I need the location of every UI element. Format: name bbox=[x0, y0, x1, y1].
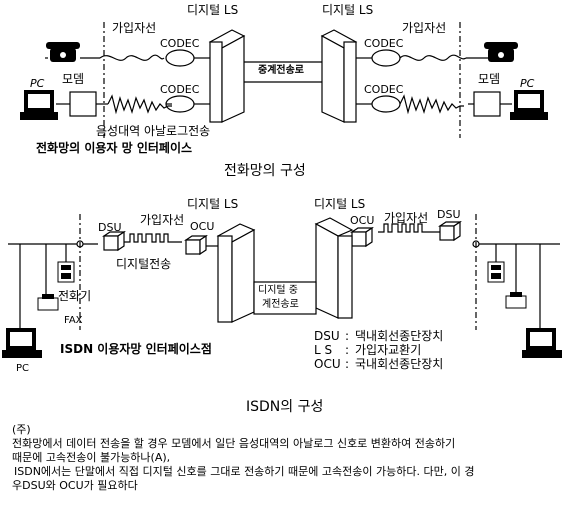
ocu-right-label: OCU bbox=[350, 214, 375, 227]
digital-ls-left-switch bbox=[208, 29, 246, 123]
pc-icon-top-left bbox=[20, 90, 58, 120]
subscriber-line-right-label: 가입자선 bbox=[402, 21, 447, 35]
subscriber-line-top-left bbox=[99, 54, 165, 61]
legend-abbr-ls: L S bbox=[314, 343, 333, 357]
note-line-3: ISDN에서는 단말에서 직접 디지털 신호를 그대로 전송하기 때문에 고속전… bbox=[14, 465, 475, 478]
isdn-caption: ISDN의 구성 bbox=[246, 399, 324, 415]
legend-desc-dsu: 댁내회선종단장치 bbox=[355, 329, 444, 343]
subscriber-line-left-label: 가입자선 bbox=[112, 21, 157, 35]
voice-band-label: 음성대역 아날로그전송 bbox=[96, 124, 211, 138]
dsu-left-label: DSU bbox=[98, 221, 122, 234]
isdn-ls-right-switch bbox=[314, 217, 354, 319]
dsu-right-box bbox=[439, 225, 455, 241]
note-line-2: 때문에 고속전송이 불가능하나(A), bbox=[12, 451, 171, 464]
phone-icon-top-right bbox=[484, 42, 518, 62]
codec-top-right-label: CODEC bbox=[364, 37, 404, 50]
subscriber-line-top-right bbox=[399, 54, 467, 61]
digital-pulse-right bbox=[378, 223, 440, 233]
analog-line-bottom-right bbox=[399, 94, 464, 115]
isdn-subscriber-left-label: 가입자선 bbox=[140, 213, 185, 227]
fax-icon-left bbox=[37, 294, 59, 311]
isdn-pc-icon-left bbox=[2, 328, 42, 358]
isdn-phone-icon-left bbox=[57, 261, 75, 283]
ocu-right-box bbox=[351, 231, 367, 247]
note-line-1: 전화망에서 데이터 전송을 할 경우 모뎀에서 일단 음성대역의 아날로그 신호… bbox=[12, 437, 456, 450]
digital-ls-right-label: 디지털 LS bbox=[322, 3, 374, 17]
modem-right-label: 모뎀 bbox=[478, 72, 501, 86]
phone-icon-top-left bbox=[46, 42, 80, 62]
relay-line-label: 중계전송로 bbox=[258, 65, 304, 76]
isdn-relay-label-2: 계전송로 bbox=[262, 299, 299, 310]
isdn-relay-box bbox=[253, 281, 317, 315]
codec-bottom-right-label: CODEC bbox=[364, 83, 404, 96]
note-line-4: 우DSU와 OCU가 필요하다 bbox=[12, 479, 138, 492]
ocu-left-box bbox=[185, 239, 201, 255]
isdn-relay-label-1: 디지털 중 bbox=[258, 285, 298, 296]
note-label: (주) bbox=[12, 423, 31, 436]
ocu-left-label: OCU bbox=[190, 220, 215, 233]
telephone-label: 전화기 bbox=[58, 289, 92, 303]
dsu-left-box bbox=[103, 235, 119, 251]
modem-left-box bbox=[69, 91, 97, 117]
modem-left-label: 모뎀 bbox=[62, 72, 85, 86]
legend-desc-ocu: 국내회선종단장치 bbox=[355, 357, 444, 371]
isdn-pc-icon-right bbox=[522, 328, 562, 358]
fax-icon-right bbox=[505, 292, 527, 309]
isdn-ls-left-label: 디지털 LS bbox=[187, 197, 239, 211]
isdn-user-interface-label: ISDN 이용자망 인터페이스점 bbox=[60, 342, 212, 356]
legend-sep-ls: : bbox=[345, 343, 350, 357]
telephone-network-caption: 전화망의 구성 bbox=[224, 163, 306, 179]
isdn-phone-icon-right bbox=[487, 261, 505, 283]
phone-user-interface-label: 전화망의 이용자 망 인터페이스 bbox=[36, 141, 193, 155]
fax-label: FAX bbox=[64, 315, 83, 326]
codec-bottom-right bbox=[371, 95, 401, 113]
digital-transmission-label: 디지털전송 bbox=[116, 257, 172, 271]
isdn-ls-right-label: 디지털 LS bbox=[314, 197, 366, 211]
isdn-ls-left-switch bbox=[216, 223, 256, 323]
legend-desc-ls: 가입자교환기 bbox=[355, 343, 422, 357]
legend-abbr-dsu: DSU bbox=[314, 329, 340, 343]
codec-top-right bbox=[371, 49, 401, 67]
legend-abbr-ocu: OCU bbox=[314, 357, 341, 371]
digital-pulse-left bbox=[124, 233, 182, 243]
pc-right-label: PC bbox=[520, 77, 535, 90]
digital-ls-left-label: 디지털 LS bbox=[187, 3, 239, 17]
pc-icon-top-right bbox=[510, 90, 548, 120]
dsu-right-label: DSU bbox=[437, 208, 461, 221]
legend-sep-dsu: : bbox=[345, 329, 350, 343]
legend-sep-ocu: : bbox=[345, 357, 350, 371]
modem-right-box bbox=[473, 91, 501, 117]
codec-bottom-left-label: CODEC bbox=[160, 83, 200, 96]
pc-left-label: PC bbox=[30, 77, 45, 90]
digital-ls-right-switch bbox=[320, 29, 358, 123]
analog-line-bottom-left bbox=[107, 94, 172, 115]
codec-top-left-label: CODEC bbox=[160, 37, 200, 50]
isdn-subscriber-right-label: 가입자선 bbox=[384, 211, 429, 225]
isdn-pc-label: PC bbox=[16, 363, 30, 374]
codec-top-left bbox=[165, 49, 195, 67]
